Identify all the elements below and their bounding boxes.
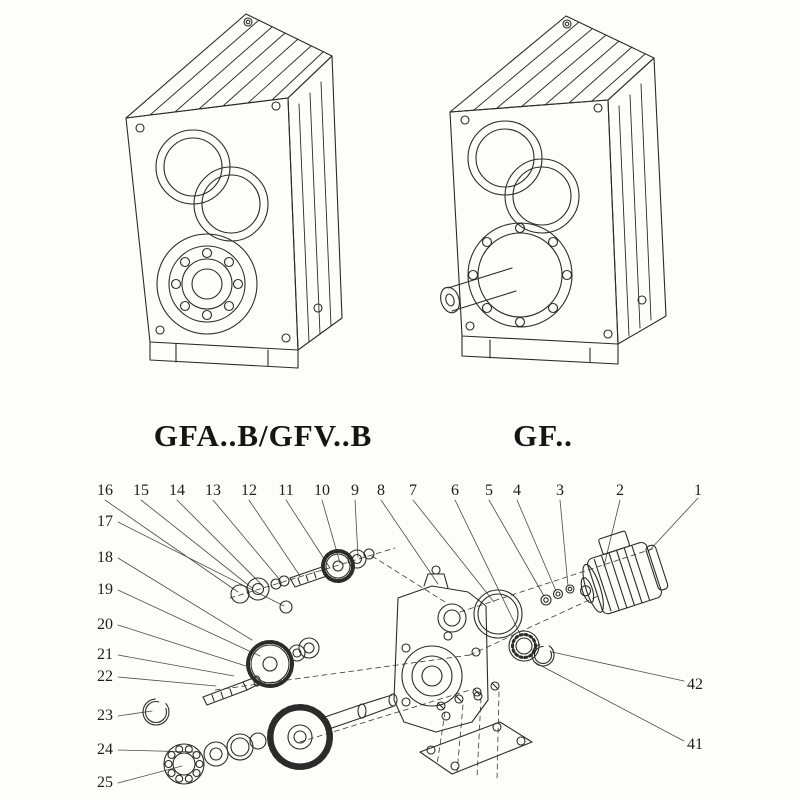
callout-9: 9 <box>351 482 359 499</box>
intermediate-shaft-parts <box>202 600 320 706</box>
callout-16: 16 <box>97 482 113 499</box>
output-shaft <box>321 693 398 731</box>
cover-plate <box>419 721 533 775</box>
model-label-right: GF.. <box>513 418 573 453</box>
fastener-parts <box>540 584 575 606</box>
callout-15: 15 <box>133 482 149 499</box>
large-gear <box>267 704 333 770</box>
motor <box>580 530 669 615</box>
callout-6: 6 <box>451 482 459 499</box>
output-shaft-parts <box>142 693 398 785</box>
callout-14: 14 <box>169 482 185 499</box>
callout-10: 10 <box>314 482 330 499</box>
callout-18: 18 <box>97 549 113 566</box>
callout-11: 11 <box>278 482 294 499</box>
callout-4: 4 <box>513 482 521 499</box>
cover-plate-parts <box>419 681 533 775</box>
callout-19: 19 <box>97 581 113 598</box>
exploded-view <box>104 497 699 785</box>
input-shaft-parts <box>230 548 375 604</box>
bearing-boss <box>156 233 258 335</box>
gearbox-drawing-left <box>125 13 343 369</box>
callout-13: 13 <box>205 482 221 499</box>
callout-21: 21 <box>97 646 113 663</box>
callout-17: 17 <box>97 513 113 530</box>
roller-bearing <box>163 743 205 785</box>
callout-8: 8 <box>377 482 385 499</box>
callout-22: 22 <box>97 668 113 685</box>
leader-lines <box>104 497 699 784</box>
callout-3: 3 <box>556 482 564 499</box>
callout-12: 12 <box>241 482 257 499</box>
housing <box>393 565 489 733</box>
top-ribs <box>473 21 646 111</box>
callout-25: 25 <box>97 774 113 791</box>
callout-5: 5 <box>485 482 493 499</box>
callout-41: 41 <box>687 736 703 753</box>
model-label-left: GFA..B/GFV..B <box>153 418 373 453</box>
callout-24: 24 <box>97 741 113 758</box>
callout-7: 7 <box>409 482 417 499</box>
callout-23: 23 <box>97 707 113 724</box>
callout-2: 2 <box>616 482 624 499</box>
callout-1: 1 <box>694 482 702 499</box>
side-ribs <box>298 81 332 343</box>
seal-ring-parts <box>473 589 555 667</box>
gearbox-drawing-right <box>440 15 667 365</box>
snap-ring <box>142 698 170 726</box>
output-shaft <box>440 267 517 314</box>
pinion-gear <box>321 549 355 583</box>
callout-42: 42 <box>687 676 703 693</box>
side-ribs <box>618 83 652 337</box>
intermediate-gear <box>246 640 294 688</box>
callout-20: 20 <box>97 616 113 633</box>
output-flange <box>467 222 573 328</box>
top-ribs <box>149 19 324 116</box>
